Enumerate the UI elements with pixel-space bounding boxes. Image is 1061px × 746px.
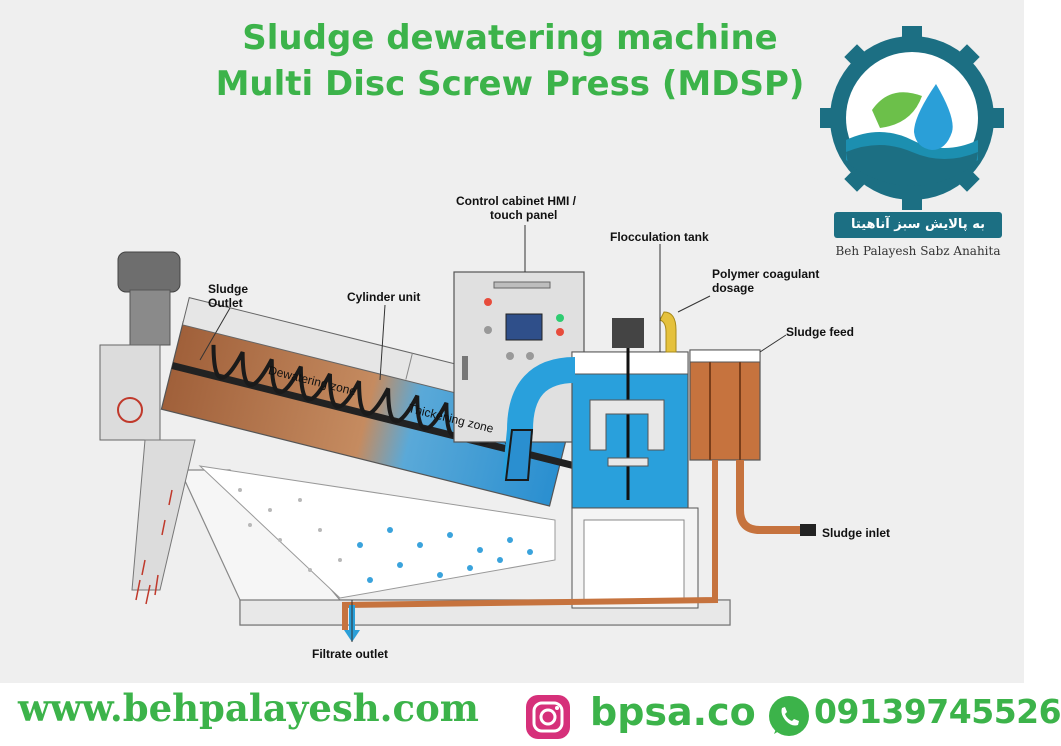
label-polymer: Polymer coagulant xyxy=(712,267,820,281)
label-sludge-outlet-2: Outlet xyxy=(208,296,243,310)
instagram-icon[interactable] xyxy=(524,693,572,741)
footer xyxy=(0,683,1024,746)
filtrate-droplets xyxy=(357,527,533,583)
title-line-1: Sludge dewatering machine xyxy=(242,18,778,58)
phone-number[interactable]: 09139745526 xyxy=(814,692,1061,731)
flocculation-tank xyxy=(571,311,699,609)
instagram-handle[interactable]: bpsa.co xyxy=(590,690,756,734)
website-link[interactable]: www.behpalayesh.com xyxy=(18,686,479,730)
label-sludge-feed: Sludge feed xyxy=(786,325,855,339)
machine-illustration xyxy=(99,26,1004,642)
company-logo xyxy=(820,26,1004,210)
logo-english-name: Beh Palayesh Sabz Anahita xyxy=(835,244,1001,258)
title-line-2: Multi Disc Screw Press (MDSP) xyxy=(215,64,805,104)
leaf-icon xyxy=(872,92,922,128)
label-control-cabinet: Control cabinet HMI / xyxy=(456,194,576,208)
water-drop-icon xyxy=(914,84,953,150)
label-sludge-outlet: Sludge xyxy=(208,282,249,296)
label-flocculation-tank: Flocculation tank xyxy=(610,230,709,244)
sludge-feed-box xyxy=(689,349,761,461)
label-cylinder-unit: Cylinder unit xyxy=(347,290,421,304)
hmi-touch-panel xyxy=(505,313,543,341)
label-polymer-2: dosage xyxy=(712,281,755,295)
sludge-inlet-connector xyxy=(800,524,816,536)
label-sludge-inlet: Sludge inlet xyxy=(822,526,891,540)
whatsapp-icon[interactable] xyxy=(766,694,812,740)
label-filtrate-outlet: Filtrate outlet xyxy=(312,647,389,661)
logo-persian-name: به پالایش سبز آناهیتا xyxy=(834,212,1002,238)
label-control-cabinet-2: touch panel xyxy=(490,208,558,222)
